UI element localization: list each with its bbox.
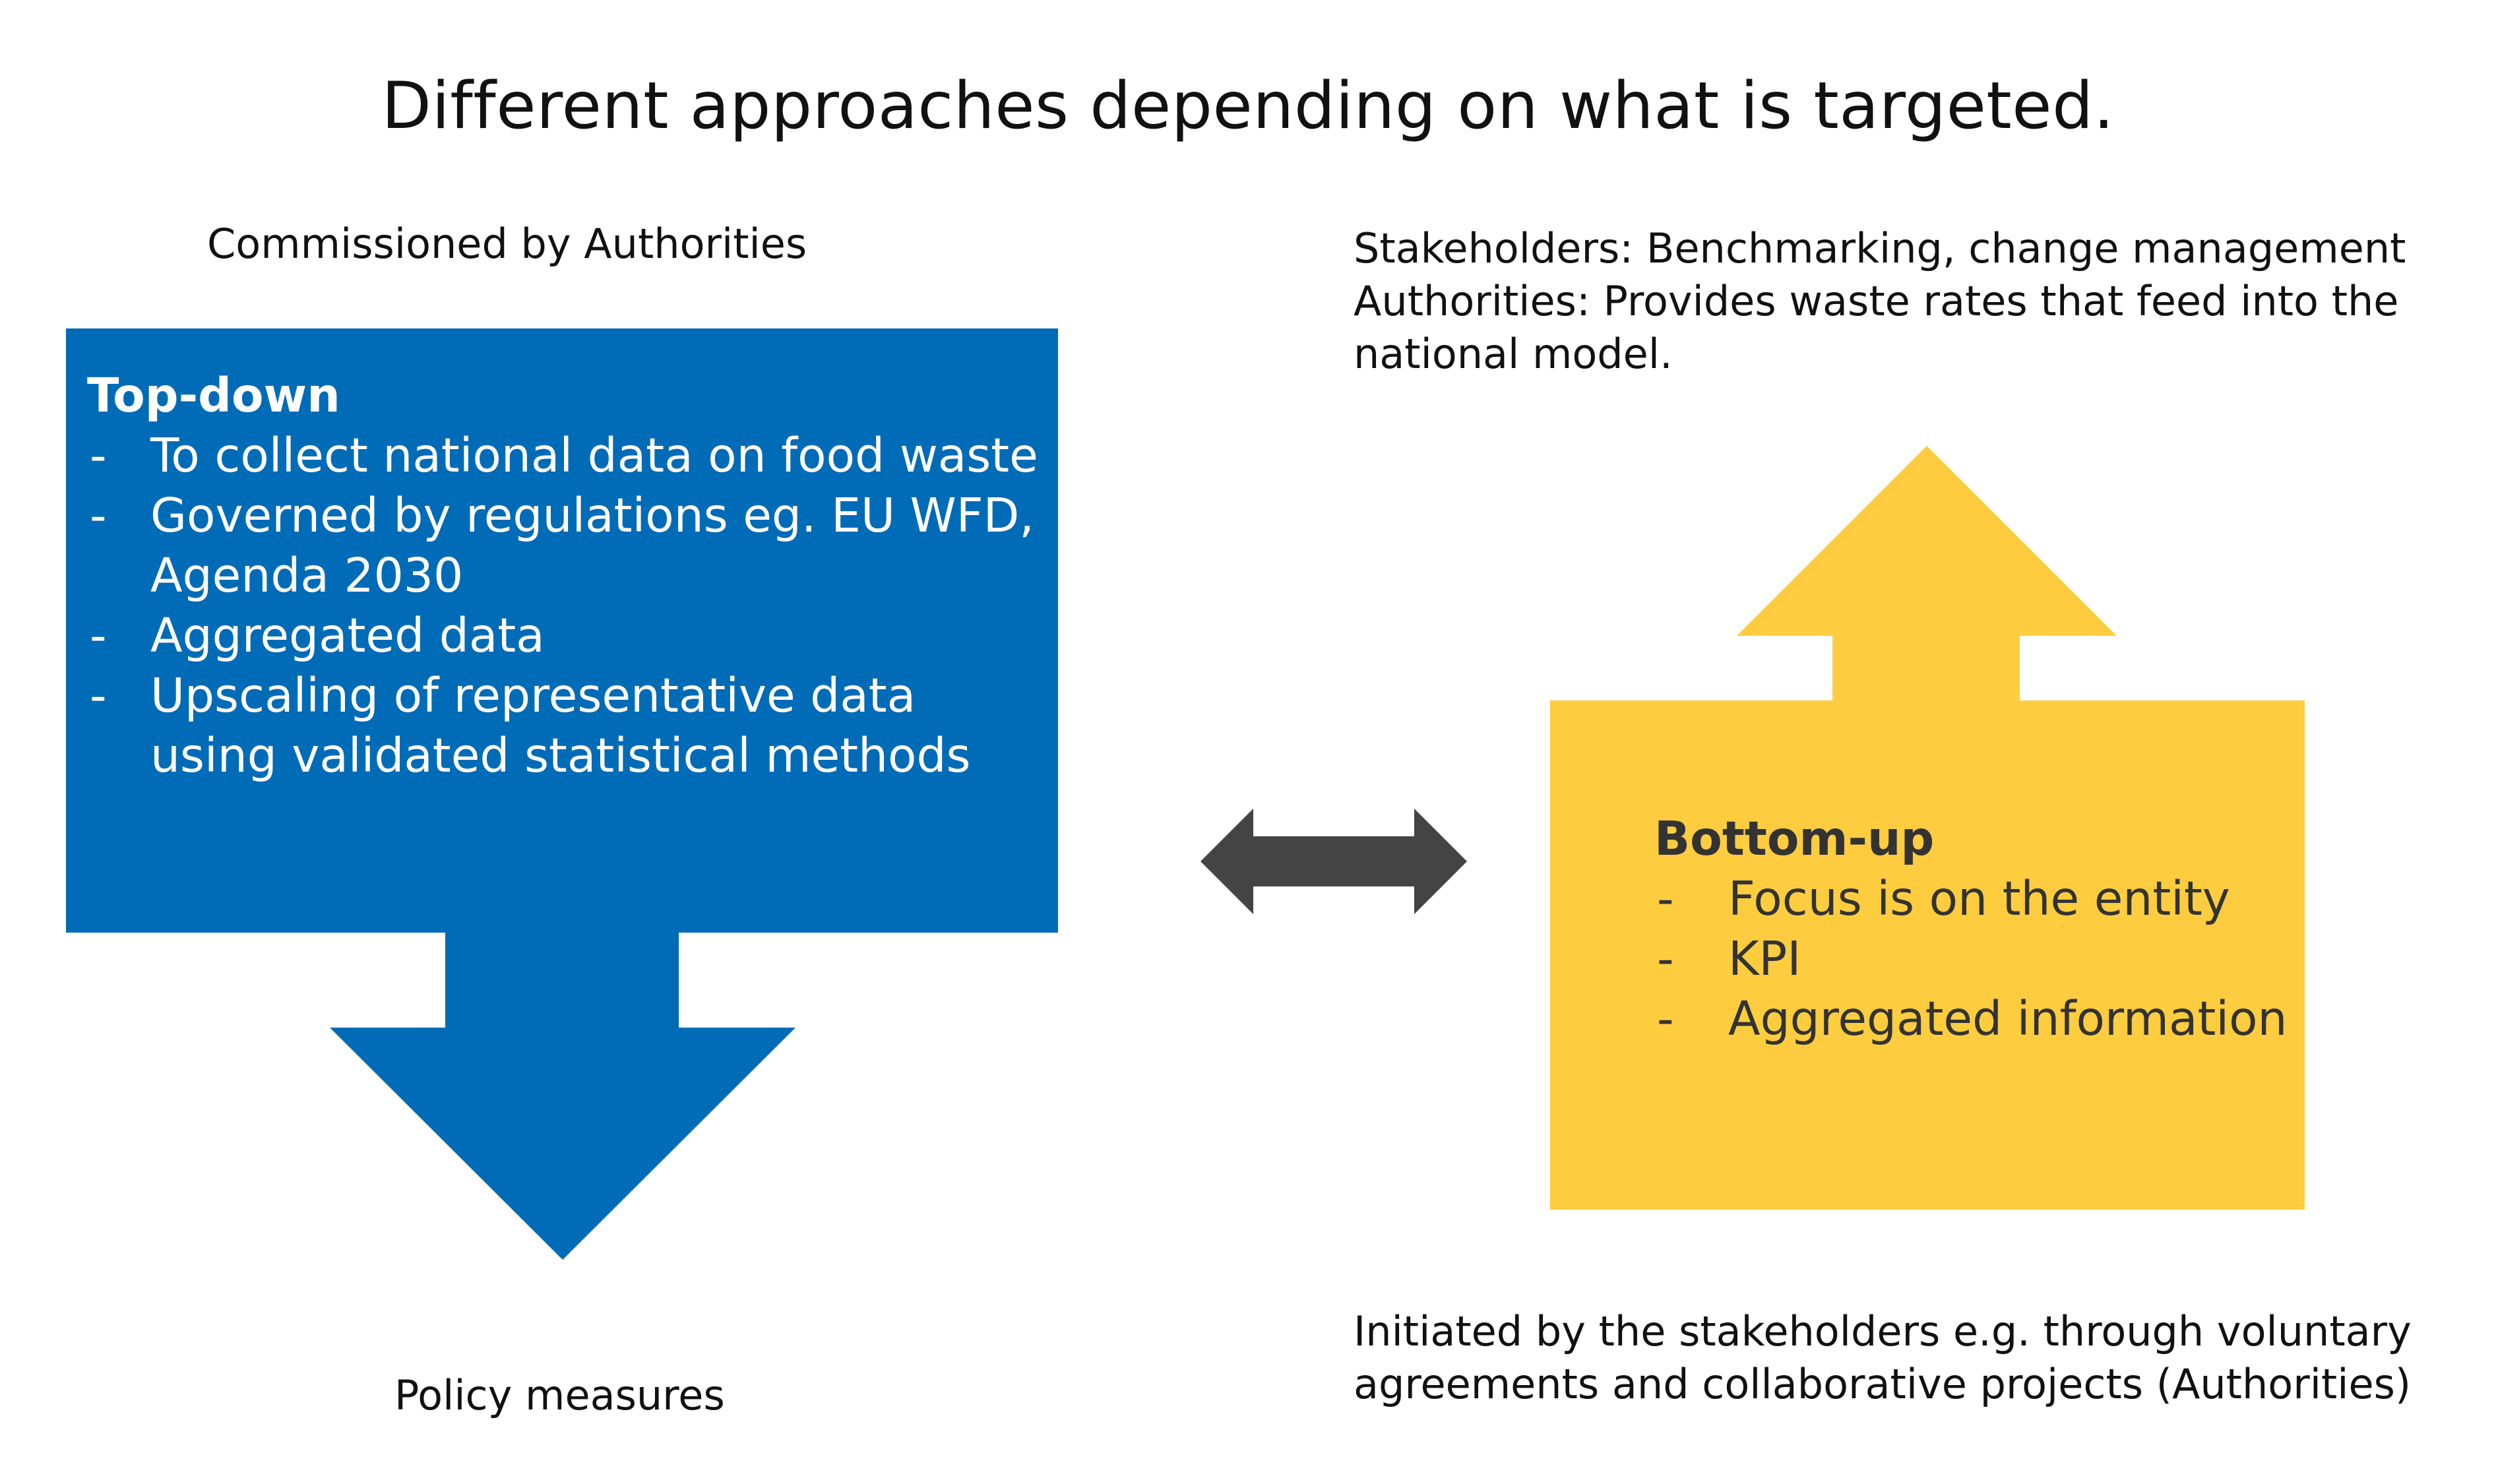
bottom-up-caption-below-line-2: agreements and collaborative projects (A…	[1354, 1360, 2412, 1408]
bottom-up-caption-above-line-2: Authorities: Provides waste rates that f…	[1354, 277, 2399, 325]
top-down-content: Top-down To collect national data on foo…	[87, 365, 1050, 786]
top-down-caption-below: Policy measures	[394, 1371, 725, 1419]
top-down-caption-above: Commissioned by Authorities	[207, 220, 807, 268]
bottom-up-caption-above-line-1: Stakeholders: Benchmarking, change manag…	[1354, 224, 2406, 272]
top-down-heading: Top-down	[87, 368, 340, 423]
list-item: Governed by regulations eg. EU WFD, Agen…	[87, 485, 1050, 605]
double-headed-arrow-icon	[1201, 809, 1467, 914]
top-down-list: To collect national data on food waste G…	[87, 425, 1050, 786]
bottom-up-heading: Bottom-up	[1654, 811, 1935, 866]
bottom-up-list: Focus is on the entity KPI Aggregated in…	[1654, 869, 2294, 1049]
down-arrow-head-icon	[330, 1028, 796, 1260]
list-item: Aggregated data	[87, 605, 1050, 665]
diagram-title: Different approaches depending on what i…	[381, 69, 2115, 144]
up-arrow-head-icon	[1737, 446, 2117, 636]
bottom-up-content: Bottom-up Focus is on the entity KPI Agg…	[1654, 809, 2294, 1049]
list-item: To collect national data on food waste	[87, 425, 1050, 485]
list-item: Upscaling of representative data using v…	[87, 665, 1050, 786]
list-item: KPI	[1654, 929, 2294, 989]
list-item: Aggregated information	[1654, 989, 2294, 1049]
bottom-up-arrow-stem	[1832, 634, 2020, 702]
top-down-arrow-stem	[445, 931, 679, 1029]
list-item: Focus is on the entity	[1654, 869, 2294, 929]
bottom-up-caption-above-line-3: national model.	[1354, 330, 1673, 378]
bottom-up-caption-below-line-1: Initiated by the stakeholders e.g. throu…	[1354, 1307, 2412, 1355]
